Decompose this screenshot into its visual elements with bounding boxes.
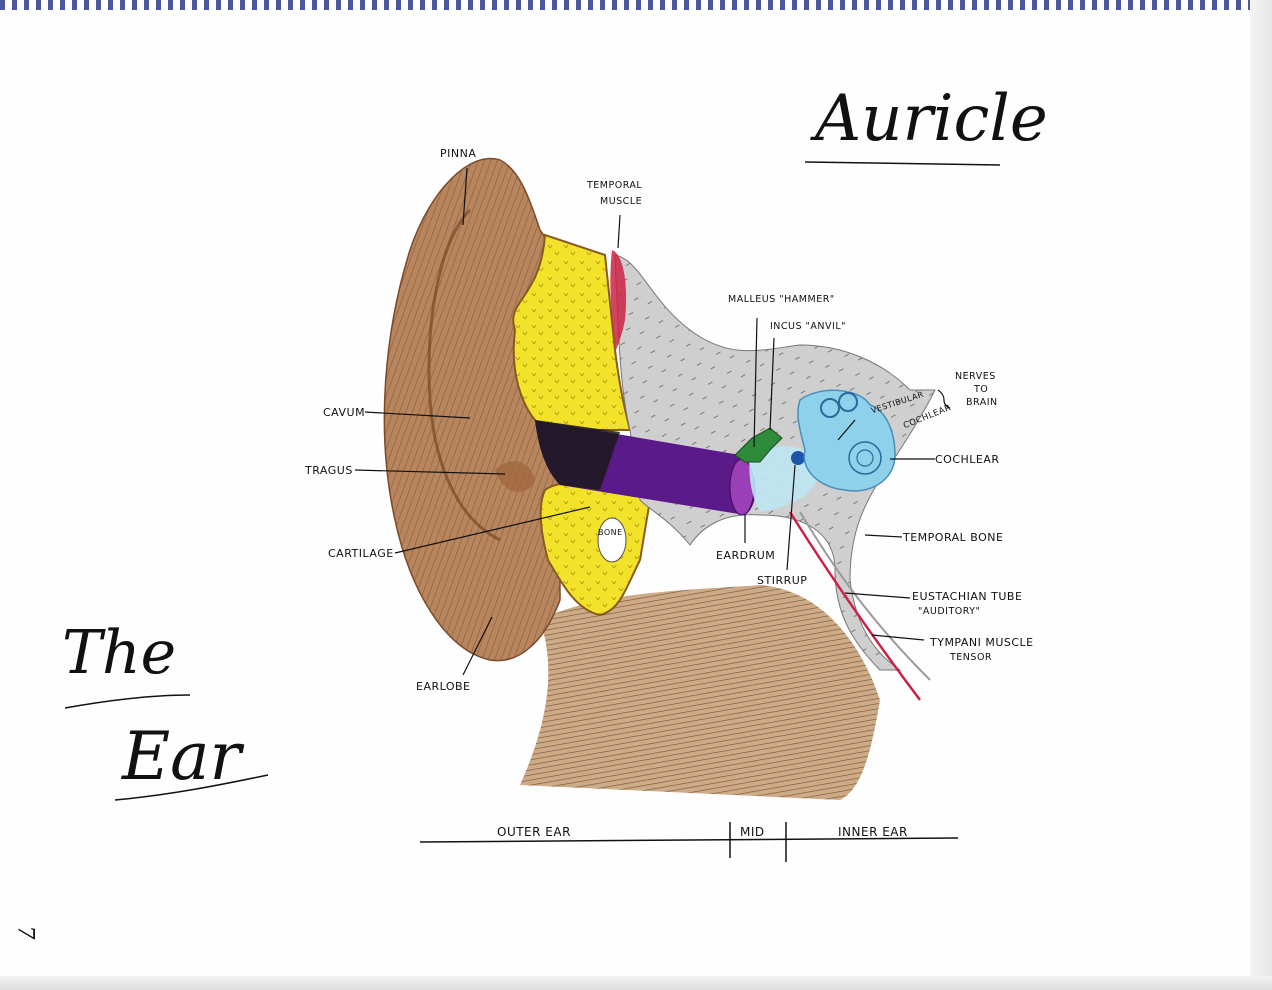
label-cochlear: COCHLEAR: [935, 453, 1000, 466]
label-eustachian-1: EUSTACHIAN TUBE: [912, 590, 1022, 603]
label-pinna: PINNA: [440, 147, 476, 160]
label-nerves-3: BRAIN: [966, 397, 998, 408]
label-malleus: MALLEUS "HAMMER": [728, 294, 835, 305]
neck-region: [520, 585, 880, 800]
side-title-underline-1: [65, 695, 190, 708]
page-number: 7: [13, 926, 38, 940]
label-tympani-2: TENSOR: [950, 652, 992, 663]
label-cavum: CAVUM: [323, 406, 365, 419]
label-earlobe: EARLOBE: [416, 680, 471, 693]
side-title-ear: Ear: [122, 718, 241, 795]
label-incus: INCUS "ANVIL": [770, 321, 846, 332]
label-nerves-1: NERVES: [955, 371, 996, 382]
main-title: Auricle: [815, 82, 1048, 156]
label-temporal-muscle-2: MUSCLE: [600, 196, 642, 207]
bone-piece: [598, 518, 626, 562]
label-tympani-1: TYMPANI MUSCLE: [930, 636, 1034, 649]
side-title-the: The: [62, 618, 176, 688]
label-nerves-2: to: [974, 384, 988, 395]
section-inner-ear: INNER EAR: [838, 825, 908, 839]
stirrup-shape: [791, 451, 805, 465]
label-cartilage: CARTILAGE: [328, 547, 394, 560]
label-tragus: TRAGUS: [305, 464, 353, 477]
section-outer-ear: OUTER EAR: [497, 825, 571, 839]
label-bone: BONE: [598, 528, 623, 537]
label-stirrup: STIRRUP: [757, 574, 807, 587]
title-underline: [805, 162, 1000, 165]
label-temporal-muscle-1: TEMPORAL: [587, 180, 642, 191]
label-eustachian-2: "AUDITORY": [918, 606, 980, 617]
label-eardrum: EARDRUM: [716, 549, 775, 562]
section-mid: MID: [740, 825, 765, 839]
label-temporal-bone: TEMPORAL BONE: [903, 531, 1004, 544]
